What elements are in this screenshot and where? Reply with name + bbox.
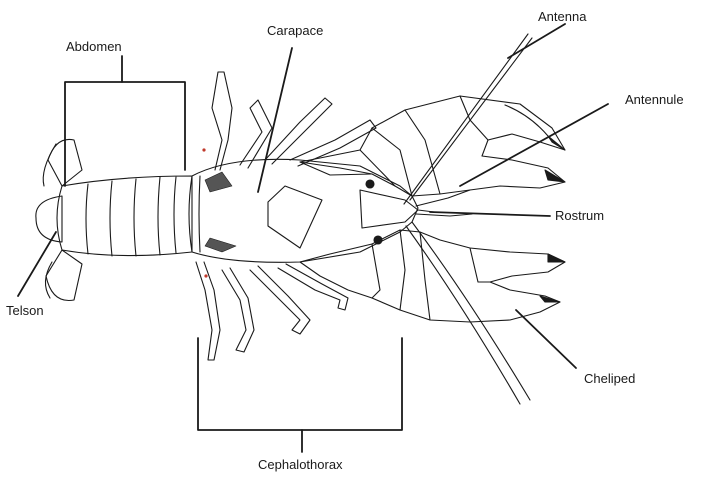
antennule-leader — [460, 104, 608, 186]
antenna-leader — [508, 24, 565, 58]
cheliped-leader — [516, 310, 576, 368]
label-antennule: Antennule — [625, 93, 684, 106]
cheliped-upper-drawing — [300, 96, 565, 196]
label-telson: Telson — [6, 304, 44, 317]
cephalothorax-bracket — [198, 338, 402, 452]
label-cephalothorax: Cephalothorax — [258, 458, 343, 471]
antenna-left-drawing — [404, 34, 532, 204]
carapace-leader — [258, 48, 292, 192]
abdomen-drawing — [57, 176, 192, 256]
leader-lines — [18, 24, 608, 368]
label-carapace: Carapace — [267, 24, 323, 37]
label-antenna: Antenna — [538, 10, 586, 23]
walking-legs-upper — [212, 72, 376, 170]
carapace-drawing — [189, 159, 434, 262]
abdomen-bracket — [65, 56, 185, 186]
label-abdomen: Abdomen — [66, 40, 122, 53]
antenna-right-drawing — [406, 222, 530, 404]
label-rostrum: Rostrum — [555, 209, 604, 222]
walking-legs-lower — [196, 262, 348, 360]
label-cheliped: Cheliped — [584, 372, 635, 385]
telson-drawing — [36, 139, 82, 300]
